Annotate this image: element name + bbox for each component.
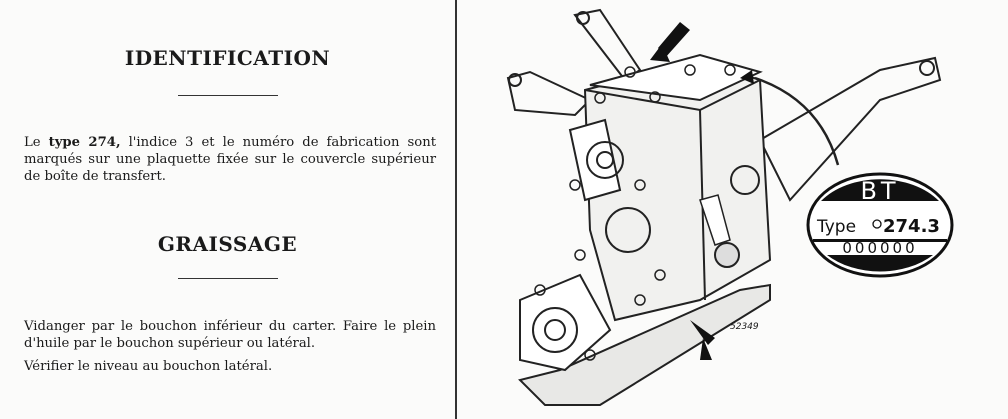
plate-serial: 000000 [842,239,917,257]
divider-rule [178,95,278,96]
identification-paragraph: Le type 274, l'indice 3 et le numéro de … [24,134,436,185]
column-divider [455,0,457,419]
plate-circle-mark [872,219,882,229]
divider-rule [178,278,278,279]
plate-type-label: Type [816,217,856,237]
graissage-paragraph-1: Vidanger par le bouchon inférieur du car… [24,319,436,351]
identification-heading: IDENTIFICATION [124,46,331,70]
text-column: IDENTIFICATION Le type 274, l'indice 3 e… [0,0,455,419]
text-prefix: Le [24,135,49,150]
type-bold: type 274, [48,135,121,150]
graissage-heading: GRAISSAGE [157,232,298,256]
plate-type-value: 274.3 [883,216,940,237]
gearbox-illustration [506,8,942,406]
graissage-paragraph-2: Vérifier le niveau au bouchon latéral. [24,359,273,374]
plate-top: BT [860,177,899,205]
figure-number: 52349 [730,322,759,332]
text-rest: l'indice 3 et le numéro de fabrication s… [24,135,436,184]
identification-plate: BT Type 274.3 000000 [806,172,954,278]
